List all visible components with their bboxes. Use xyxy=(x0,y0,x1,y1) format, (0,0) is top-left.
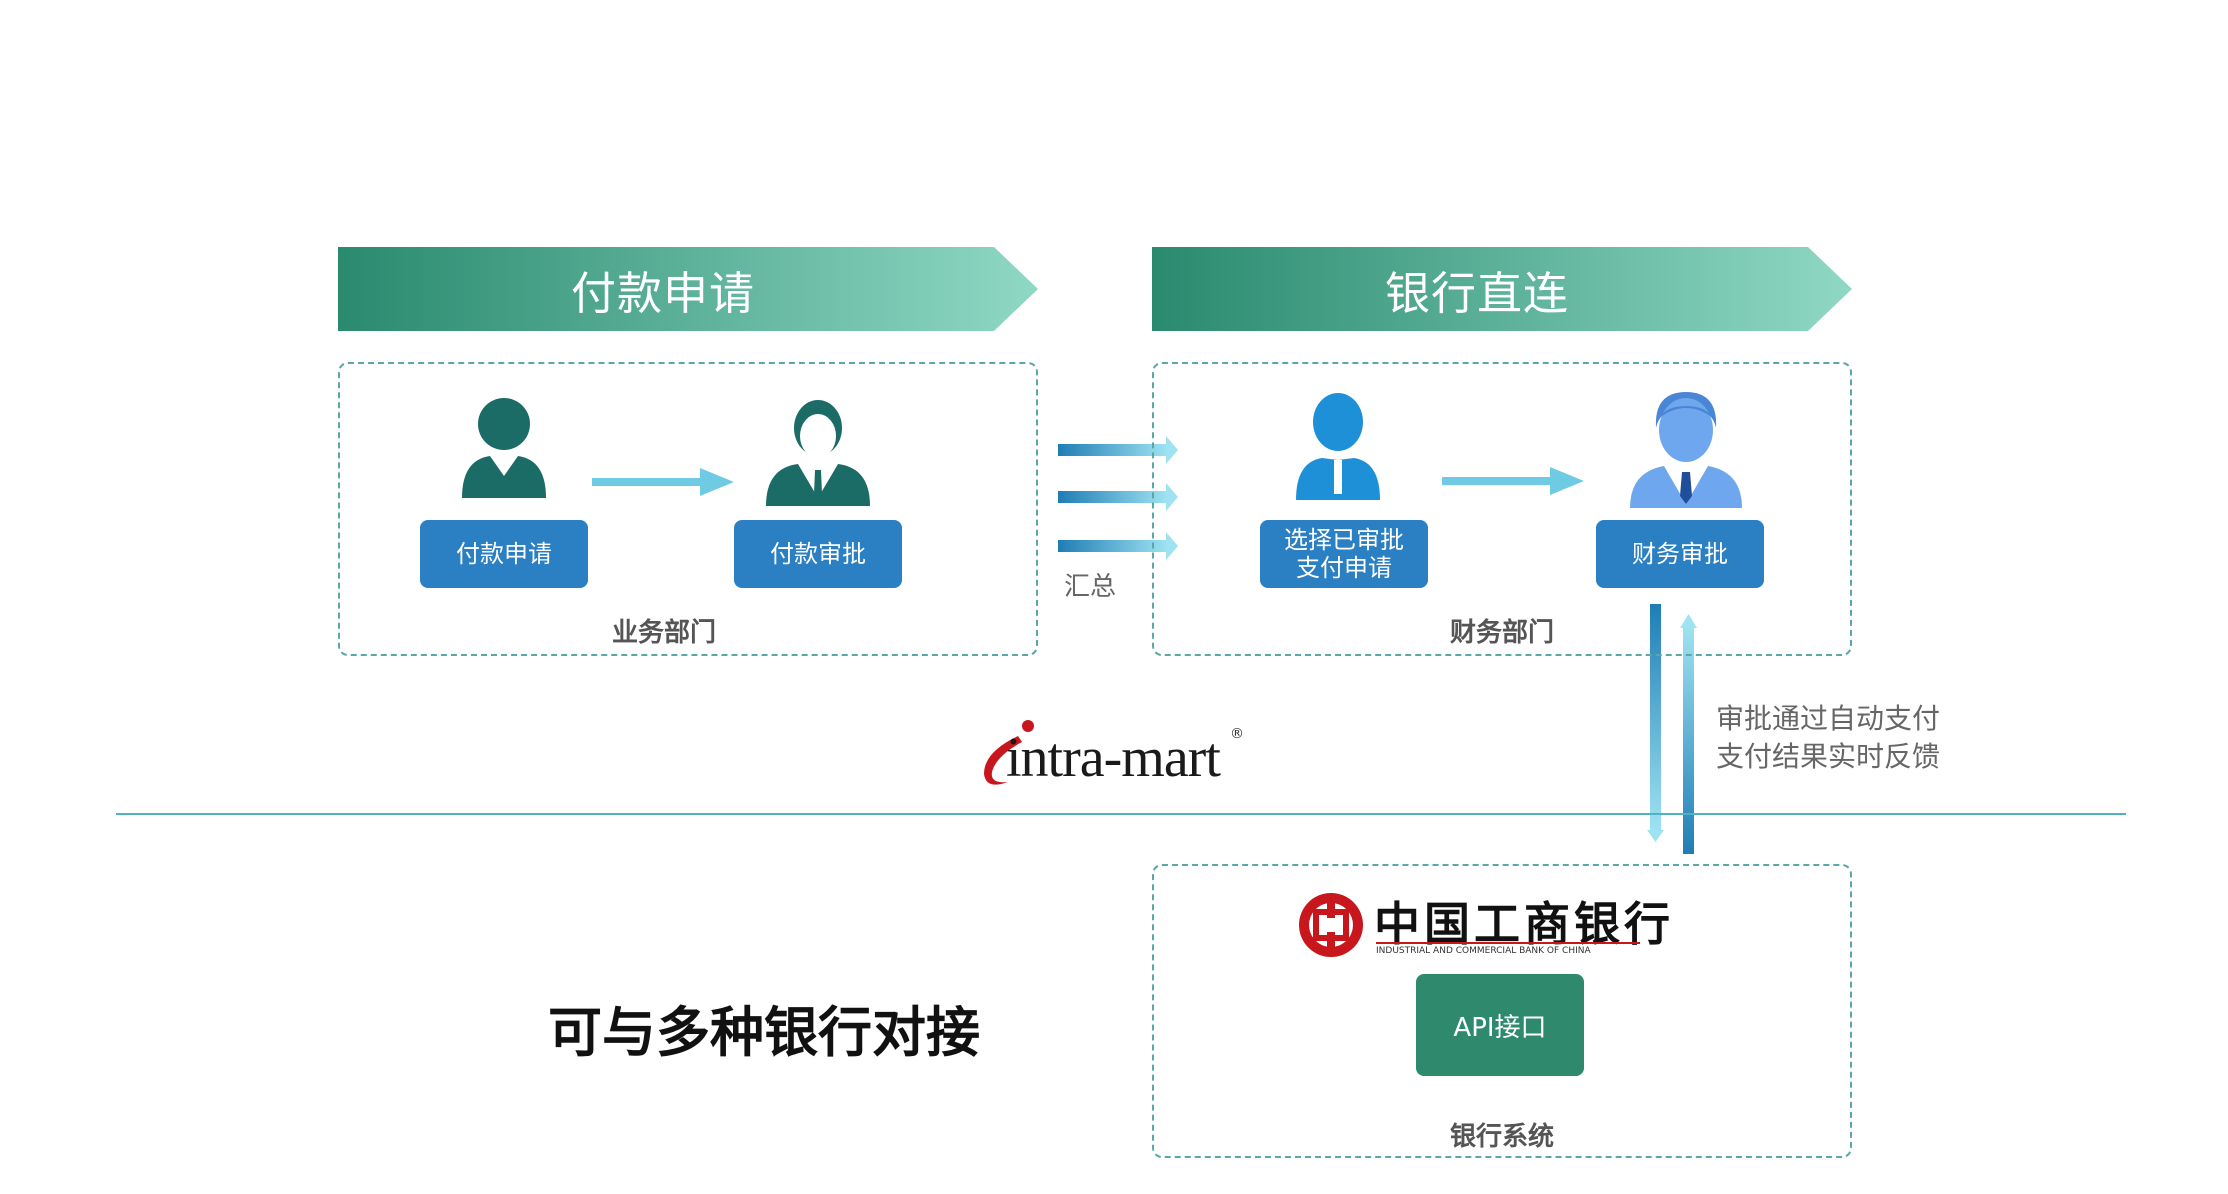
finance-dept-label: 财务部门 xyxy=(1449,618,1554,648)
finance-approver-icon xyxy=(1630,392,1742,508)
arrow-apply-to-approve xyxy=(592,468,734,496)
icbc-name-en: INDUSTRIAL AND COMMERCIAL BANK OF CHINA xyxy=(1376,946,1591,956)
payment-request-button[interactable]: 付款申请 xyxy=(420,520,588,588)
payment-approve-label: 付款审批 xyxy=(770,540,866,568)
registered-mark: ® xyxy=(1230,726,1244,742)
select-approved-line2: 支付申请 xyxy=(1296,554,1392,582)
tagline: 可与多种银行对接 xyxy=(548,1001,980,1064)
business-dept-panel xyxy=(338,362,1038,656)
arrow-up-from-bank xyxy=(1680,614,1697,854)
bank-system-label: 银行系统 xyxy=(1449,1122,1554,1152)
payment-approve-button[interactable]: 付款审批 xyxy=(734,520,902,588)
bank-system-panel xyxy=(1152,864,1852,1158)
flow-note-auto-pay: 审批通过自动支付 xyxy=(1716,702,1941,735)
manager-icon xyxy=(766,400,870,506)
aggregate-arrows xyxy=(1058,436,1178,560)
flow-notes: 审批通过自动支付 支付结果实时反馈 xyxy=(1716,700,1940,776)
person-icon xyxy=(462,398,546,498)
banner-title: 银行直连 xyxy=(1384,266,1569,320)
select-approved-label: 选择已审批 支付申请 xyxy=(1284,526,1404,582)
intramart-wordmark: intra-mart xyxy=(1006,727,1221,789)
api-interface-label: API接口 xyxy=(1453,1012,1547,1043)
api-interface-button[interactable]: API接口 xyxy=(1416,974,1584,1076)
arrow-select-to-finance-approve xyxy=(1442,467,1584,495)
aggregate-label: 汇总 xyxy=(1064,572,1117,602)
icbc-underline xyxy=(1376,942,1640,944)
finance-dept-panel xyxy=(1152,362,1852,656)
banner-bank-direct: 银行直连 xyxy=(1152,247,1852,331)
select-approved-line1: 选择已审批 xyxy=(1284,526,1404,554)
payment-request-label: 付款申请 xyxy=(456,540,552,568)
intramart-logo: intra-mart ® xyxy=(978,712,1248,792)
banner-title: 付款申请 xyxy=(570,266,755,320)
flow-note-feedback: 支付结果实时反馈 xyxy=(1716,740,1941,773)
finance-approve-button[interactable]: 财务审批 xyxy=(1596,520,1764,588)
person-icon xyxy=(1296,393,1380,500)
banner-payment-request: 付款申请 xyxy=(338,247,1038,331)
icbc-logo-icon xyxy=(1299,893,1363,957)
business-dept-label: 业务部门 xyxy=(611,618,716,648)
icbc-name-cn: 中国工商银行 xyxy=(1374,897,1674,951)
finance-approve-label: 财务审批 xyxy=(1632,540,1728,568)
intramart-swoosh-icon xyxy=(984,720,1034,785)
select-approved-button[interactable]: 选择已审批 支付申请 xyxy=(1260,520,1428,588)
arrow-down-to-bank xyxy=(1647,604,1664,842)
